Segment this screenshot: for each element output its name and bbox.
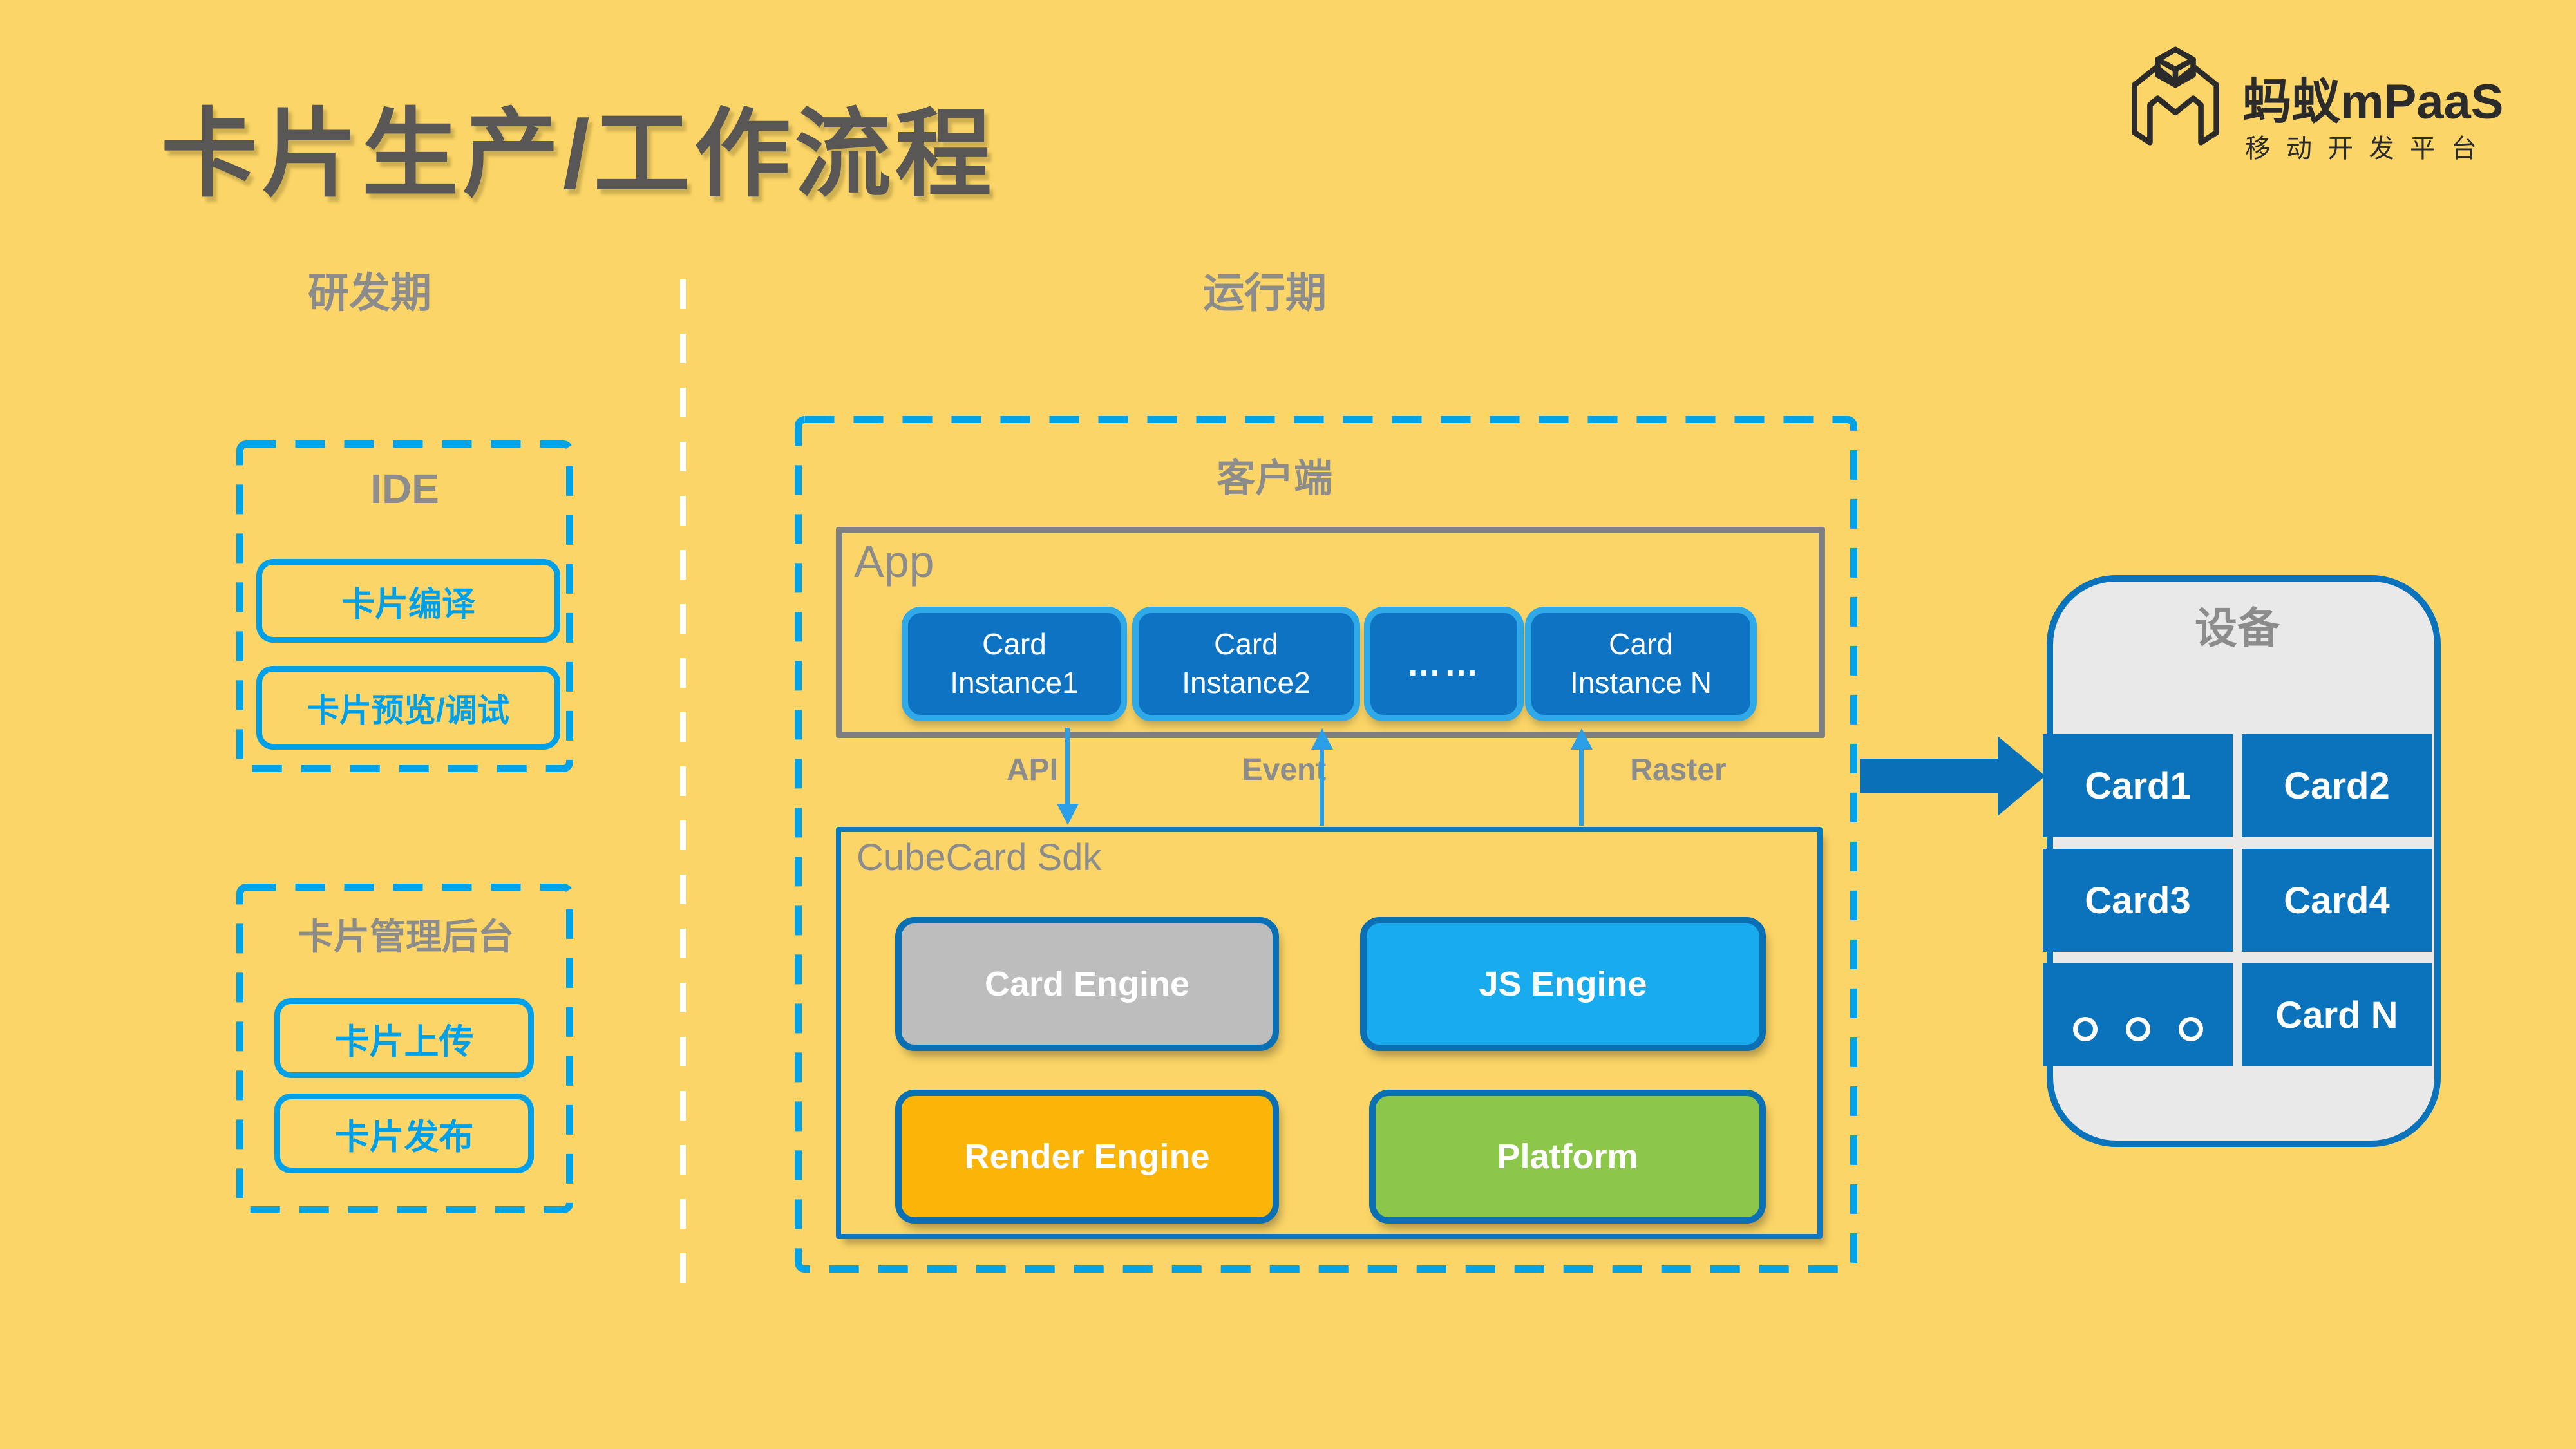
platform-node: Platform [1369, 1090, 1766, 1224]
card-instance-n: Card Instance N [1525, 607, 1757, 721]
brand-name: 蚂蚁mPaaS [2242, 75, 2504, 129]
card-preview-debug-node: 卡片预览/调试 [256, 666, 560, 750]
device-card-more [2043, 963, 2233, 1066]
card-instance-1: Card Instance1 [902, 607, 1127, 721]
event-up-arrow-icon [1320, 748, 1324, 826]
page-title: 卡片生产/工作流程 [161, 100, 996, 208]
brand-tagline: 移动开发平台 [2245, 135, 2492, 163]
api-link-label: API [1006, 753, 1058, 787]
admin-box-title: 卡片管理后台 [298, 916, 514, 957]
cubecard-sdk-box [836, 827, 1823, 1239]
raster-up-arrow-icon [1579, 748, 1584, 826]
ellipsis-circle-icon [2072, 1017, 2098, 1041]
ide-box-border [236, 440, 573, 772]
device-card-row: Card3 Card4 [2043, 849, 2432, 952]
admin-box-border [236, 884, 573, 1213]
device-card-1: Card1 [2043, 734, 2233, 837]
js-engine-node: JS Engine [1360, 917, 1766, 1051]
api-down-arrow-icon [1065, 728, 1070, 805]
card-instance-2-line2: Instance2 [1182, 666, 1311, 699]
device-title: 设备 [2195, 604, 2280, 652]
card-instance-1-line2: Instance1 [950, 666, 1079, 699]
device-card-row: Card N [2043, 963, 2432, 1066]
card-instance-1-line1: Card [982, 627, 1046, 661]
device-card-row: Card1 Card2 [2043, 734, 2432, 837]
card-instance-n-line1: Card [1609, 627, 1673, 661]
card-instance-n-line2: Instance N [1570, 666, 1712, 699]
device-card-4: Card4 [2242, 849, 2432, 952]
render-engine-node: Render Engine [895, 1090, 1279, 1224]
event-link-label: Event [1242, 753, 1327, 787]
app-box-title: App [854, 536, 934, 587]
device-card-3: Card3 [2043, 849, 2233, 952]
ellipsis-circle-icon [2178, 1017, 2203, 1041]
card-instance-2-line1: Card [1214, 627, 1278, 661]
client-box-title: 客户端 [1217, 457, 1332, 500]
client-box-border [795, 416, 1857, 1273]
card-compile-node: 卡片编译 [256, 559, 560, 643]
device-card-n: Card N [2242, 963, 2432, 1066]
section-label-dev: 研发期 [308, 270, 431, 316]
section-divider [680, 279, 686, 1297]
section-label-runtime: 运行期 [1203, 270, 1327, 316]
card-instance-2: Card Instance2 [1132, 607, 1360, 721]
card-upload-node: 卡片上传 [274, 998, 534, 1078]
cubecard-sdk-title: CubeCard Sdk [857, 837, 1102, 878]
ellipsis-circle-icon [2125, 1017, 2150, 1041]
ide-box-title: IDE [370, 466, 439, 512]
deploy-right-arrow-icon [1860, 736, 2045, 816]
raster-link-label: Raster [1630, 753, 1727, 787]
device-card-2: Card2 [2242, 734, 2432, 837]
card-publish-node: 卡片发布 [274, 1094, 534, 1173]
mpaas-logo-icon [2132, 46, 2219, 146]
card-engine-node: Card Engine [895, 917, 1279, 1051]
card-instance-ellipsis: …… [1364, 607, 1524, 721]
